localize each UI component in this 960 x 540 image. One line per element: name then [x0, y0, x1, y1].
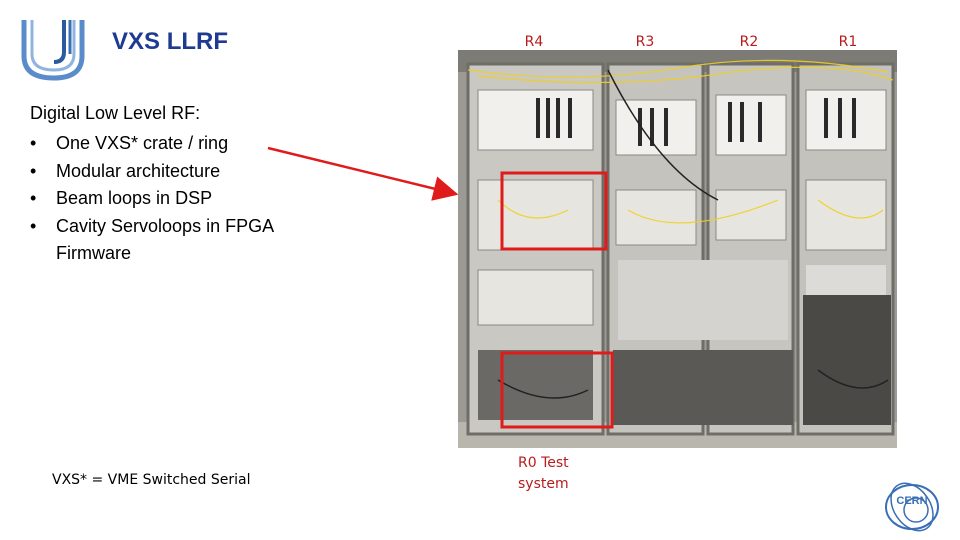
cern-logo-text: CERN — [896, 495, 927, 507]
bullet-marker: • — [30, 133, 37, 153]
slide-title: VXS LLRF — [112, 28, 229, 55]
bullet-text: Beam loops in DSP — [56, 188, 213, 208]
bullet-item: • Cavity Servoloops in FPGA Firmware — [30, 213, 274, 268]
bullet-item: • One VXS* crate / ring — [30, 130, 274, 158]
bullet-text: Cavity Servoloops in FPGA — [56, 215, 275, 236]
bullet-marker: • — [30, 215, 37, 236]
rack-label-r4: R4 — [524, 34, 544, 50]
rack-label-r2: R2 — [739, 34, 759, 50]
bullet-text: Modular architecture — [56, 160, 221, 181]
bullet-marker: • — [30, 188, 37, 208]
cern-logo-icon: CERN — [885, 482, 939, 532]
bullet-item: • Beam loops in DSP — [30, 185, 274, 213]
rack-photo — [458, 50, 897, 448]
bullet-continuation: Firmware — [56, 243, 131, 263]
bullet-text: One VXS* crate / ring — [56, 133, 229, 153]
bullet-item: • Modular architecture — [30, 158, 274, 186]
test-system-line2: system — [518, 476, 569, 492]
rack-label-r3: R3 — [635, 34, 655, 50]
institute-logo-icon — [21, 20, 85, 81]
test-system-label: R0 Test system — [518, 453, 569, 495]
intro-text: Digital Low Level RF: — [30, 103, 201, 123]
bullet-list: • One VXS* crate / ring • Modular architec… — [30, 130, 274, 268]
bullet-marker: • — [30, 160, 37, 181]
footnote: VXS* = VME Switched Serial — [52, 472, 251, 488]
test-system-line1: R0 Test — [518, 455, 569, 471]
rack-label-r1: R1 — [838, 34, 858, 50]
